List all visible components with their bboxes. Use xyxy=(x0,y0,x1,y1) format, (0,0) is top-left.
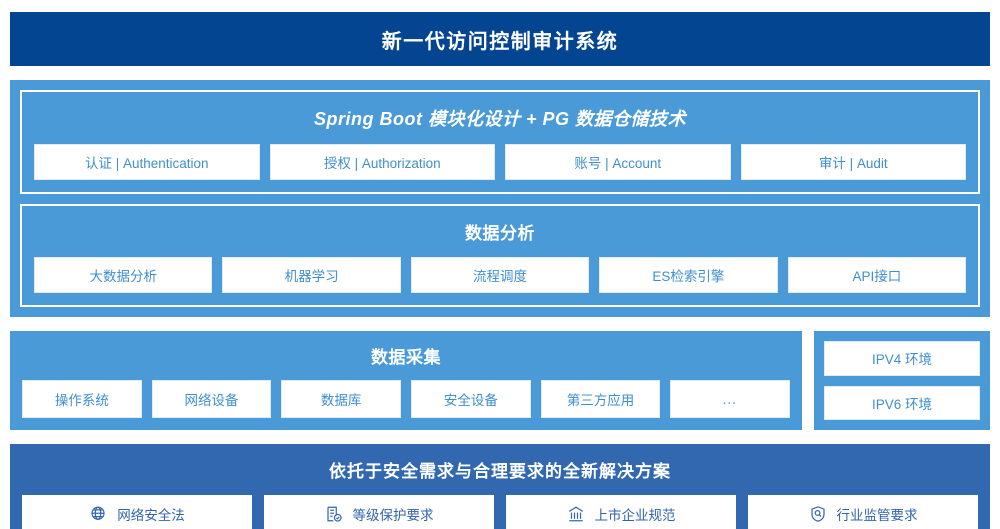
solution-card-cybersecurity-law[interactable]: 网络安全法 xyxy=(22,495,252,529)
analysis-card-machine-learning[interactable]: 机器学习 xyxy=(222,257,401,293)
data-analysis-title: 数据分析 xyxy=(465,224,535,243)
solution-card-label: 网络安全法 xyxy=(117,508,185,523)
module-design-group: Spring Boot 模块化设计 + PG 数据仓储技术 认证 | Authe… xyxy=(20,90,980,194)
solution-card-label: 行业监管要求 xyxy=(836,508,918,523)
collection-card-row: 操作系统 网络设备 数据库 安全设备 第三方应用 … xyxy=(22,380,791,418)
collection-card-label: 数据库 xyxy=(320,393,362,408)
collection-card-database[interactable]: 数据库 xyxy=(281,380,402,418)
environment-card-ipv6[interactable]: IPV6 环境 xyxy=(824,385,980,420)
module-card-audit[interactable]: 审计 | Audit xyxy=(740,144,966,180)
module-card-row: 认证 | Authentication 授权 | Authorization 账… xyxy=(34,144,966,180)
solution-card-industry-regulation[interactable]: 行业监管要求 xyxy=(748,495,978,529)
solution-title: 依托于安全需求与合理要求的全新解决方案 xyxy=(329,462,671,481)
module-card-label: 账号 | Account xyxy=(574,156,662,171)
platform-band: Spring Boot 模块化设计 + PG 数据仓储技术 认证 | Authe… xyxy=(10,80,990,317)
analysis-card-es-search[interactable]: ES检索引擎 xyxy=(599,257,778,293)
environment-card-label: IPV6 环境 xyxy=(871,396,933,412)
solution-band: 依托于安全需求与合理要求的全新解决方案 网络安全法 xyxy=(10,444,990,529)
solution-card-classified-protection[interactable]: 等级保护要求 xyxy=(264,495,494,529)
collection-card-network-device[interactable]: 网络设备 xyxy=(151,380,272,418)
environment-card-ipv4[interactable]: IPV4 环境 xyxy=(824,341,980,376)
solution-card-listed-company-standard[interactable]: 上市企业规范 xyxy=(506,495,736,529)
analysis-card-process-scheduling[interactable]: 流程调度 xyxy=(410,257,590,293)
collection-card-label: 安全设备 xyxy=(443,393,498,408)
collection-card-operating-system[interactable]: 操作系统 xyxy=(22,380,142,418)
module-card-label: 审计 | Audit xyxy=(818,156,888,171)
collection-card-label: 网络设备 xyxy=(184,393,239,408)
data-collection-title: 数据采集 xyxy=(371,348,441,367)
module-card-account[interactable]: 账号 | Account xyxy=(505,144,731,180)
module-card-label: 认证 | Authentication xyxy=(84,156,209,171)
module-card-authorization[interactable]: 授权 | Authorization xyxy=(269,144,495,180)
environment-card-label: IPV4 环境 xyxy=(871,352,933,368)
analysis-card-label: 大数据分析 xyxy=(89,269,157,284)
collection-card-label: 第三方应用 xyxy=(566,393,635,408)
data-collection-main: 数据采集 操作系统 网络设备 数据库 安全设备 第三方应用 … xyxy=(10,331,802,430)
globe-icon xyxy=(89,505,107,523)
shield-search-icon xyxy=(809,505,827,523)
solution-card-label: 等级保护要求 xyxy=(352,508,434,523)
collection-card-more[interactable]: … xyxy=(670,380,791,418)
data-collection-band: 数据采集 操作系统 网络设备 数据库 安全设备 第三方应用 … xyxy=(10,331,990,430)
solution-card-row: 网络安全法 等级保护要求 xyxy=(22,495,978,529)
document-check-icon xyxy=(325,505,343,523)
page-header: 新一代访问控制审计系统 xyxy=(10,12,990,66)
solution-card-label: 上市企业规范 xyxy=(594,508,676,523)
analysis-card-label: API接口 xyxy=(852,269,902,284)
collection-card-security-device[interactable]: 安全设备 xyxy=(411,380,531,418)
collection-card-third-party-app[interactable]: 第三方应用 xyxy=(540,380,661,418)
analysis-card-bigdata[interactable]: 大数据分析 xyxy=(34,257,213,293)
collection-card-label: 操作系统 xyxy=(54,393,109,408)
analysis-card-label: 流程调度 xyxy=(473,269,528,284)
collection-card-label: … xyxy=(721,390,739,408)
analysis-card-api[interactable]: API接口 xyxy=(787,257,967,293)
environment-panel: IPV4 环境 IPV6 环境 xyxy=(814,331,990,430)
analysis-card-label: 机器学习 xyxy=(284,269,339,284)
data-analysis-group: 数据分析 大数据分析 机器学习 流程调度 ES检索引擎 API接口 xyxy=(20,204,980,307)
page-title: 新一代访问控制审计系统 xyxy=(381,30,619,53)
bank-icon xyxy=(567,505,585,523)
module-card-label: 授权 | Authorization xyxy=(323,156,441,171)
module-card-authentication[interactable]: 认证 | Authentication xyxy=(34,144,260,180)
analysis-card-row: 大数据分析 机器学习 流程调度 ES检索引擎 API接口 xyxy=(34,257,967,293)
analysis-card-label: ES检索引擎 xyxy=(652,269,725,284)
module-design-title: Spring Boot 模块化设计 + PG 数据仓储技术 xyxy=(313,109,686,129)
